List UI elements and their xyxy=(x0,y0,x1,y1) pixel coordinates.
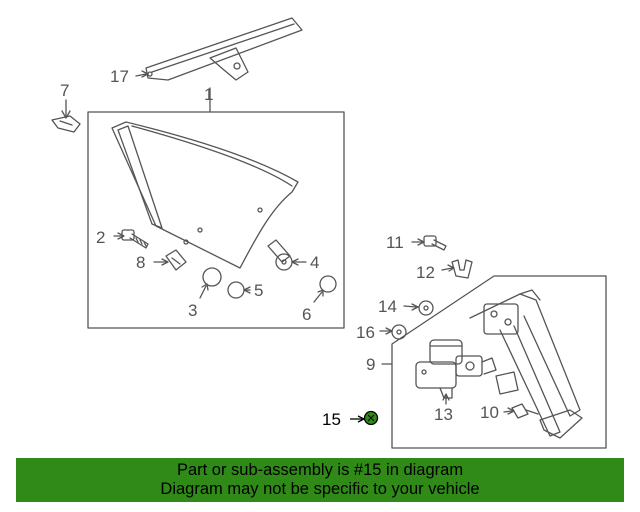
frame-regulator-assembly xyxy=(391,275,607,449)
callout-13[interactable]: 13 xyxy=(434,405,453,424)
callout-16[interactable]: 16 xyxy=(356,323,375,342)
callout-1[interactable]: 1 xyxy=(204,85,213,104)
part-17-trim-strip xyxy=(145,17,303,81)
part-1-quarter-glass xyxy=(111,121,299,269)
callout-3[interactable]: 3 xyxy=(188,301,197,320)
part-11-bolt xyxy=(423,235,447,251)
callout-11[interactable]: 11 xyxy=(386,233,404,252)
callout-6[interactable]: 6 xyxy=(302,305,311,324)
part-16-grommet xyxy=(391,324,407,340)
part-9-regulator xyxy=(469,289,583,439)
part-16-grommet-inner xyxy=(396,329,402,335)
part-12-clip xyxy=(451,259,473,279)
parts-diagram: 17 1 7 2 8 4 5 3 6 11 12 14 16 9 13 10 1… xyxy=(51,17,607,449)
part-6-cap xyxy=(319,275,337,293)
part-2-bolt xyxy=(121,229,149,249)
part-8-clip xyxy=(165,249,187,271)
callout-8[interactable]: 8 xyxy=(136,253,145,272)
frame-glass-assembly xyxy=(87,111,345,329)
callout-7[interactable]: 7 xyxy=(60,81,69,100)
banner-line-1: Part or sub-assembly is #15 in diagram xyxy=(176,461,464,479)
part-3-cap xyxy=(202,267,222,287)
part-5-cap xyxy=(227,281,245,299)
part-13-motor xyxy=(415,339,497,399)
part-14-grommet-inner xyxy=(423,305,429,311)
callout-15-highlighted[interactable]: 15 xyxy=(322,410,341,429)
info-banner: Part or sub-assembly is #15 in diagram D… xyxy=(16,458,624,502)
part-14-grommet xyxy=(418,300,434,316)
callout-17[interactable]: 17 xyxy=(110,67,129,86)
callout-9[interactable]: 9 xyxy=(366,355,375,374)
part-10-screw xyxy=(511,403,539,419)
part-4-stud xyxy=(267,239,293,271)
callout-10[interactable]: 10 xyxy=(480,403,499,422)
callout-2[interactable]: 2 xyxy=(96,228,105,247)
part-15-plug-highlighted[interactable] xyxy=(363,410,379,426)
leader-lines xyxy=(61,70,515,415)
callout-4[interactable]: 4 xyxy=(310,253,319,272)
leader-15 xyxy=(350,415,366,423)
callout-14[interactable]: 14 xyxy=(378,297,397,316)
banner-line-2: Diagram may not be specific to your vehi… xyxy=(160,480,480,498)
callout-5[interactable]: 5 xyxy=(254,281,263,300)
callout-12[interactable]: 12 xyxy=(416,263,435,282)
